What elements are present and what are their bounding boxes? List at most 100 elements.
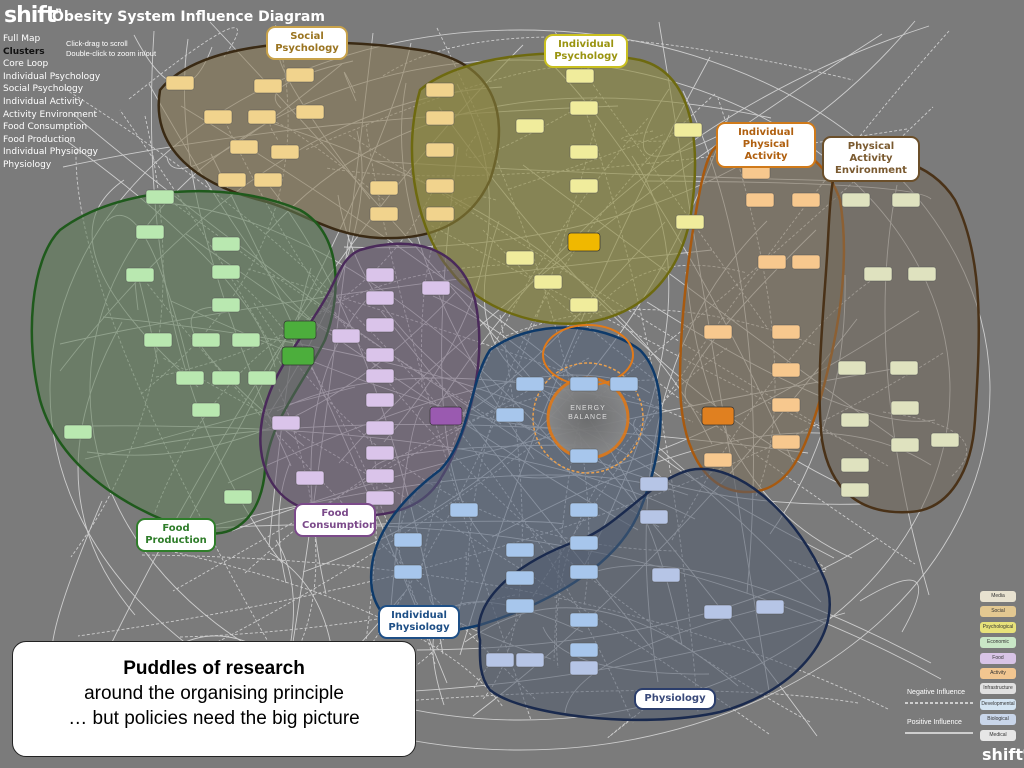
variable-node[interactable] [143, 332, 173, 348]
label-physiology[interactable]: Physiology [634, 688, 716, 710]
variable-node[interactable] [505, 250, 535, 266]
nav-item-food-consumption[interactable]: Food Consumption [3, 122, 88, 133]
key-variable-node[interactable] [567, 232, 601, 252]
nav-item-individual-psychology[interactable]: Individual Psychology [3, 71, 101, 82]
variable-node[interactable] [907, 266, 937, 282]
variable-node[interactable] [771, 397, 801, 413]
nav-item-clusters[interactable]: Clusters [3, 46, 45, 57]
variable-node[interactable] [425, 82, 455, 98]
variable-node[interactable] [365, 347, 395, 363]
variable-node[interactable] [569, 178, 599, 194]
variable-node[interactable] [253, 78, 283, 94]
variable-node[interactable] [63, 424, 93, 440]
variable-node[interactable] [331, 328, 361, 344]
nav-item-individual-activity[interactable]: Individual Activity [3, 96, 84, 107]
variable-node[interactable] [533, 274, 563, 290]
variable-node[interactable] [791, 254, 821, 270]
variable-node[interactable] [703, 452, 733, 468]
variable-node[interactable] [569, 297, 599, 313]
variable-node[interactable] [515, 652, 545, 668]
variable-node[interactable] [393, 564, 423, 580]
variable-node[interactable] [673, 122, 703, 138]
variable-node[interactable] [569, 448, 599, 464]
nav-item-physiology[interactable]: Physiology [3, 159, 52, 170]
variable-node[interactable] [285, 67, 315, 83]
variable-node[interactable] [145, 189, 175, 205]
variable-node[interactable] [253, 172, 283, 188]
variable-node[interactable] [425, 206, 455, 222]
variable-node[interactable] [651, 567, 681, 583]
variable-node[interactable] [365, 368, 395, 384]
variable-node[interactable] [569, 535, 599, 551]
variable-node[interactable] [840, 482, 870, 498]
variable-node[interactable] [125, 267, 155, 283]
variable-node[interactable] [203, 109, 233, 125]
variable-node[interactable] [485, 652, 515, 668]
variable-node[interactable] [569, 376, 599, 392]
variable-node[interactable] [703, 324, 733, 340]
variable-node[interactable] [495, 407, 525, 423]
variable-node[interactable] [211, 264, 241, 280]
variable-node[interactable] [569, 144, 599, 160]
nav-item-social-psychology[interactable]: Social Psychology [3, 84, 84, 95]
variable-node[interactable] [569, 502, 599, 518]
variable-node[interactable] [421, 280, 451, 296]
nav-item-individual-physiology[interactable]: Individual Physiology [3, 147, 98, 158]
variable-node[interactable] [217, 172, 247, 188]
variable-node[interactable] [211, 370, 241, 386]
variable-node[interactable] [771, 434, 801, 450]
variable-node[interactable] [569, 642, 599, 658]
nav-item-core-loop[interactable]: Core Loop [3, 59, 49, 70]
key-variable-node[interactable] [429, 406, 463, 426]
variable-node[interactable] [365, 445, 395, 461]
variable-node[interactable] [247, 370, 277, 386]
variable-node[interactable] [425, 178, 455, 194]
variable-node[interactable] [791, 192, 821, 208]
variable-node[interactable] [229, 139, 259, 155]
variable-node[interactable] [569, 612, 599, 628]
nav-item-food-production[interactable]: Food Production [3, 134, 76, 145]
variable-node[interactable] [505, 598, 535, 614]
variable-node[interactable] [365, 468, 395, 484]
variable-node[interactable] [515, 376, 545, 392]
variable-node[interactable] [703, 604, 733, 620]
variable-node[interactable] [889, 360, 919, 376]
variable-node[interactable] [425, 142, 455, 158]
variable-node[interactable] [369, 180, 399, 196]
variable-node[interactable] [569, 100, 599, 116]
variable-node[interactable] [890, 437, 920, 453]
variable-node[interactable] [639, 476, 669, 492]
variable-node[interactable] [270, 144, 300, 160]
nav-item-activity-environment[interactable]: Activity Environment [3, 109, 97, 120]
variable-node[interactable] [247, 109, 277, 125]
variable-node[interactable] [565, 68, 595, 84]
variable-node[interactable] [609, 376, 639, 392]
variable-node[interactable] [369, 206, 399, 222]
variable-node[interactable] [449, 502, 479, 518]
variable-node[interactable] [271, 415, 301, 431]
variable-node[interactable] [295, 104, 325, 120]
variable-node[interactable] [840, 412, 870, 428]
nav-item-full-map[interactable]: Full Map [3, 34, 41, 44]
variable-node[interactable] [757, 254, 787, 270]
variable-node[interactable] [191, 402, 221, 418]
variable-node[interactable] [745, 192, 775, 208]
variable-node[interactable] [569, 564, 599, 580]
variable-node[interactable] [639, 509, 669, 525]
variable-node[interactable] [840, 457, 870, 473]
variable-node[interactable] [515, 118, 545, 134]
variable-node[interactable] [211, 236, 241, 252]
variable-node[interactable] [891, 192, 921, 208]
variable-node[interactable] [365, 420, 395, 436]
key-variable-node[interactable] [281, 346, 315, 366]
variable-node[interactable] [505, 570, 535, 586]
variable-node[interactable] [771, 324, 801, 340]
variable-node[interactable] [231, 332, 261, 348]
